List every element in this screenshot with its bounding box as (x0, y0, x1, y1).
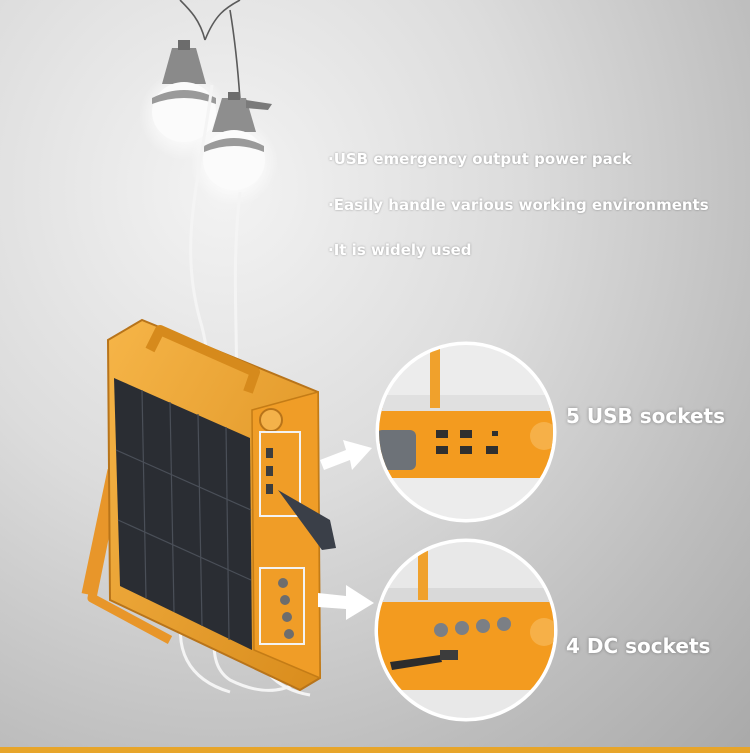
usb-sockets-label: 5 USB sockets (566, 404, 726, 428)
hanging-wires (179, 0, 241, 101)
dc-sockets-label: 4 DC sockets (566, 634, 711, 658)
feature-text-1: ·USB emergency output power pack (328, 150, 632, 168)
bottom-accent-strip (0, 747, 750, 753)
feature-text-3: ·It is widely used (328, 241, 472, 259)
feature-text-2: ·Easily handle various working environme… (328, 196, 709, 214)
power-station-case (106, 318, 336, 692)
light-bulb-right (190, 92, 278, 206)
arrow-usb (320, 440, 372, 470)
dc-callout-circle (374, 538, 558, 722)
arrow-dc (318, 585, 374, 620)
usb-callout-circle (375, 341, 557, 523)
